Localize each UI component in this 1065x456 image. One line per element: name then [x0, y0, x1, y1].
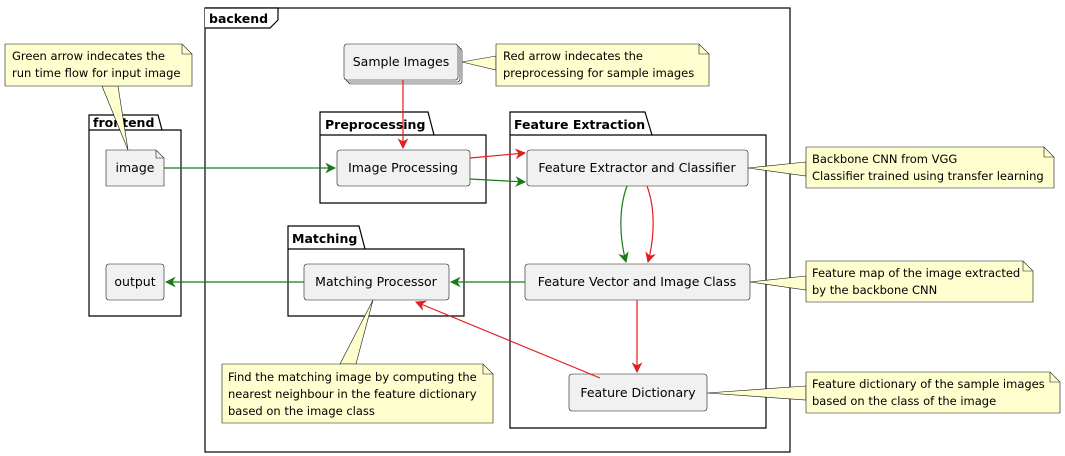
output-label: output: [114, 274, 155, 289]
note-matching-line-2: nearest neighbour in the feature diction…: [228, 387, 477, 401]
feature-extractor-label: Feature Extractor and Classifier: [538, 160, 736, 175]
backend-label: backend: [209, 11, 268, 26]
backend-frame: backend: [204, 7, 791, 453]
note-red-arrow-line-2: preprocessing for sample images: [503, 66, 694, 80]
note-red-arrow-line-1: Red arrow indecates the: [503, 49, 643, 63]
feature-vector-node[interactable]: Feature Vector and Image Class: [524, 263, 751, 301]
note-matching: Find the matching image by computing the…: [221, 299, 494, 424]
image-processing-node[interactable]: Image Processing: [336, 149, 471, 187]
arrow-dictionary-to-matching: [415, 300, 601, 379]
sample-images-node[interactable]: Sample Images: [343, 43, 463, 85]
note-backbone: Backbone CNN from VGG Classifier trained…: [747, 146, 1055, 189]
note-feature-dict: Feature dictionary of the sample images …: [706, 371, 1061, 414]
note-green-arrow: Green arrow indecates the run time flow …: [4, 43, 193, 151]
note-feature-dict-line-1: Feature dictionary of the sample images: [812, 377, 1045, 391]
note-backbone-line-2: Classifier trained using transfer learni…: [812, 169, 1044, 183]
sample-images-label: Sample Images: [353, 54, 450, 69]
matching-processor-node[interactable]: Matching Processor: [303, 263, 450, 301]
arrow-extractor-to-vector-red: [645, 185, 656, 264]
note-red-arrow: Red arrow indecates the preprocessing fo…: [461, 43, 710, 87]
feature-extractor-node[interactable]: Feature Extractor and Classifier: [526, 149, 749, 187]
note-backbone-line-1: Backbone CNN from VGG: [812, 152, 957, 166]
note-green-arrow-line-1: Green arrow indecates the: [12, 49, 165, 63]
output-node[interactable]: output: [105, 263, 165, 301]
image-node[interactable]: image: [105, 149, 165, 187]
arrow-processing-to-extractor-green: [469, 176, 527, 187]
note-green-arrow-line-2: run time flow for input image: [12, 66, 180, 80]
note-matching-line-1: Find the matching image by computing the: [228, 370, 477, 384]
feature-vector-label: Feature Vector and Image Class: [538, 274, 737, 289]
arrow-processing-to-extractor-red: [469, 148, 527, 160]
matching-label: Matching: [292, 231, 357, 246]
note-feature-dict-line-2: based on the class of the image: [812, 394, 996, 408]
note-feature-map-line-1: Feature map of the image extracted: [812, 266, 1020, 280]
note-feature-map: Feature map of the image extracted by th…: [749, 260, 1034, 303]
feature-dictionary-node[interactable]: Feature Dictionary: [568, 373, 708, 412]
arrow-extractor-to-vector-green: [618, 185, 629, 264]
note-matching-line-3: based on the image class: [228, 404, 375, 418]
feature-extraction-label: Feature Extraction: [514, 117, 645, 132]
note-feature-map-line-2: by the backbone CNN: [812, 283, 937, 297]
arrows: [164, 80, 656, 379]
feature-dictionary-label: Feature Dictionary: [580, 385, 696, 400]
image-label: image: [116, 160, 155, 175]
matching-processor-label: Matching Processor: [315, 274, 438, 289]
preprocessing-label: Preprocessing: [325, 117, 425, 132]
image-processing-label: Image Processing: [348, 160, 458, 175]
